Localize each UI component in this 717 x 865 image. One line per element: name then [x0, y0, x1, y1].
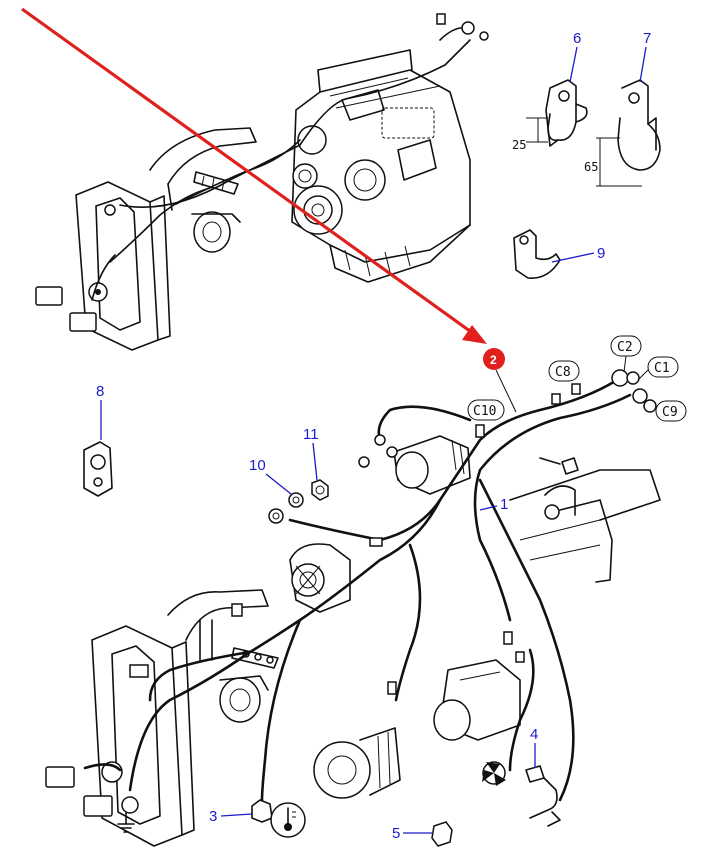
pointer-arrow: [21, 7, 487, 344]
connector-label-c8: C8: [548, 360, 580, 382]
callout-6: 6: [573, 30, 581, 47]
bracket-6-dimension: 25: [512, 138, 526, 152]
ground-icon: [117, 811, 135, 833]
callout-10: 10: [249, 457, 266, 474]
callout-8: 8: [96, 383, 104, 400]
svg-text:C2: C2: [617, 340, 633, 355]
connector-label-c2: C2: [610, 335, 642, 373]
clip-9-drawing: [513, 229, 561, 279]
connector-label-c1: C1: [637, 356, 679, 381]
callout-1: 1: [500, 496, 508, 513]
svg-text:C8: C8: [555, 365, 571, 380]
callout-7: 7: [643, 30, 651, 47]
svg-text:C9: C9: [662, 405, 678, 420]
washer-10-drawing: [268, 492, 304, 524]
bolt-5-drawing: [431, 821, 453, 847]
connector-label-c10: C10: [467, 399, 505, 421]
engine-overview-drawing: [35, 13, 489, 351]
battery-terminal: [69, 312, 97, 332]
battery-terminal: [83, 795, 113, 817]
clip-8-drawing: [83, 441, 113, 497]
callout-4: 4: [530, 726, 538, 743]
battery-terminal: [45, 766, 75, 788]
svg-text:C1: C1: [654, 361, 670, 376]
fan-icon: [482, 761, 506, 786]
nut-11-drawing: [311, 479, 329, 501]
bracket-7-dimension: 65: [584, 160, 598, 174]
bracket-6-drawing: 25: [512, 79, 588, 152]
connector-label-c9: C9: [655, 400, 687, 422]
callout-5: 5: [392, 825, 400, 842]
svg-text:2: 2: [490, 353, 497, 367]
marker-2-badge: 2: [483, 348, 517, 413]
harness-assembly-drawing: [45, 369, 661, 847]
temperature-icon: [270, 802, 306, 838]
battery-terminal: [35, 286, 63, 306]
callout-9: 9: [597, 245, 605, 262]
callout-3: 3: [209, 808, 217, 825]
bracket-7-drawing: 65: [584, 79, 661, 187]
svg-text:C10: C10: [473, 404, 496, 419]
callout-11: 11: [303, 426, 319, 443]
